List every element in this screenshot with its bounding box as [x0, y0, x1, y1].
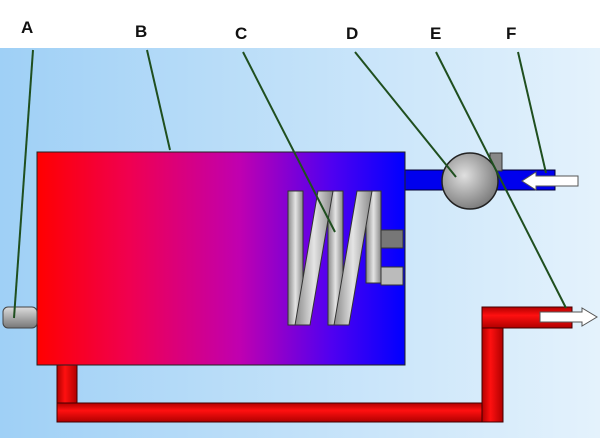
heat-exchanger-coil: [287, 190, 404, 326]
hot-outlet-arrow: [539, 307, 598, 327]
storage-tank: [36, 151, 406, 366]
leader-d: [354, 51, 457, 178]
left-stub-pipe: [2, 306, 38, 329]
leader-f: [517, 51, 547, 174]
label-c: C: [235, 24, 247, 43]
label-b: B: [135, 22, 147, 41]
leader-lines: [13, 49, 567, 319]
label-f: F: [506, 24, 516, 43]
label-e: E: [430, 24, 441, 43]
pump-icon: [441, 152, 499, 210]
leader-e: [435, 51, 567, 309]
leader-a: [13, 49, 34, 319]
label-a: A: [21, 18, 33, 37]
label-band: [0, 0, 600, 48]
cold-inlet-arrow: [521, 171, 579, 191]
return-pipe: [56, 306, 573, 423]
leader-b: [146, 49, 171, 151]
leader-c: [242, 51, 336, 233]
label-d: D: [346, 24, 358, 43]
